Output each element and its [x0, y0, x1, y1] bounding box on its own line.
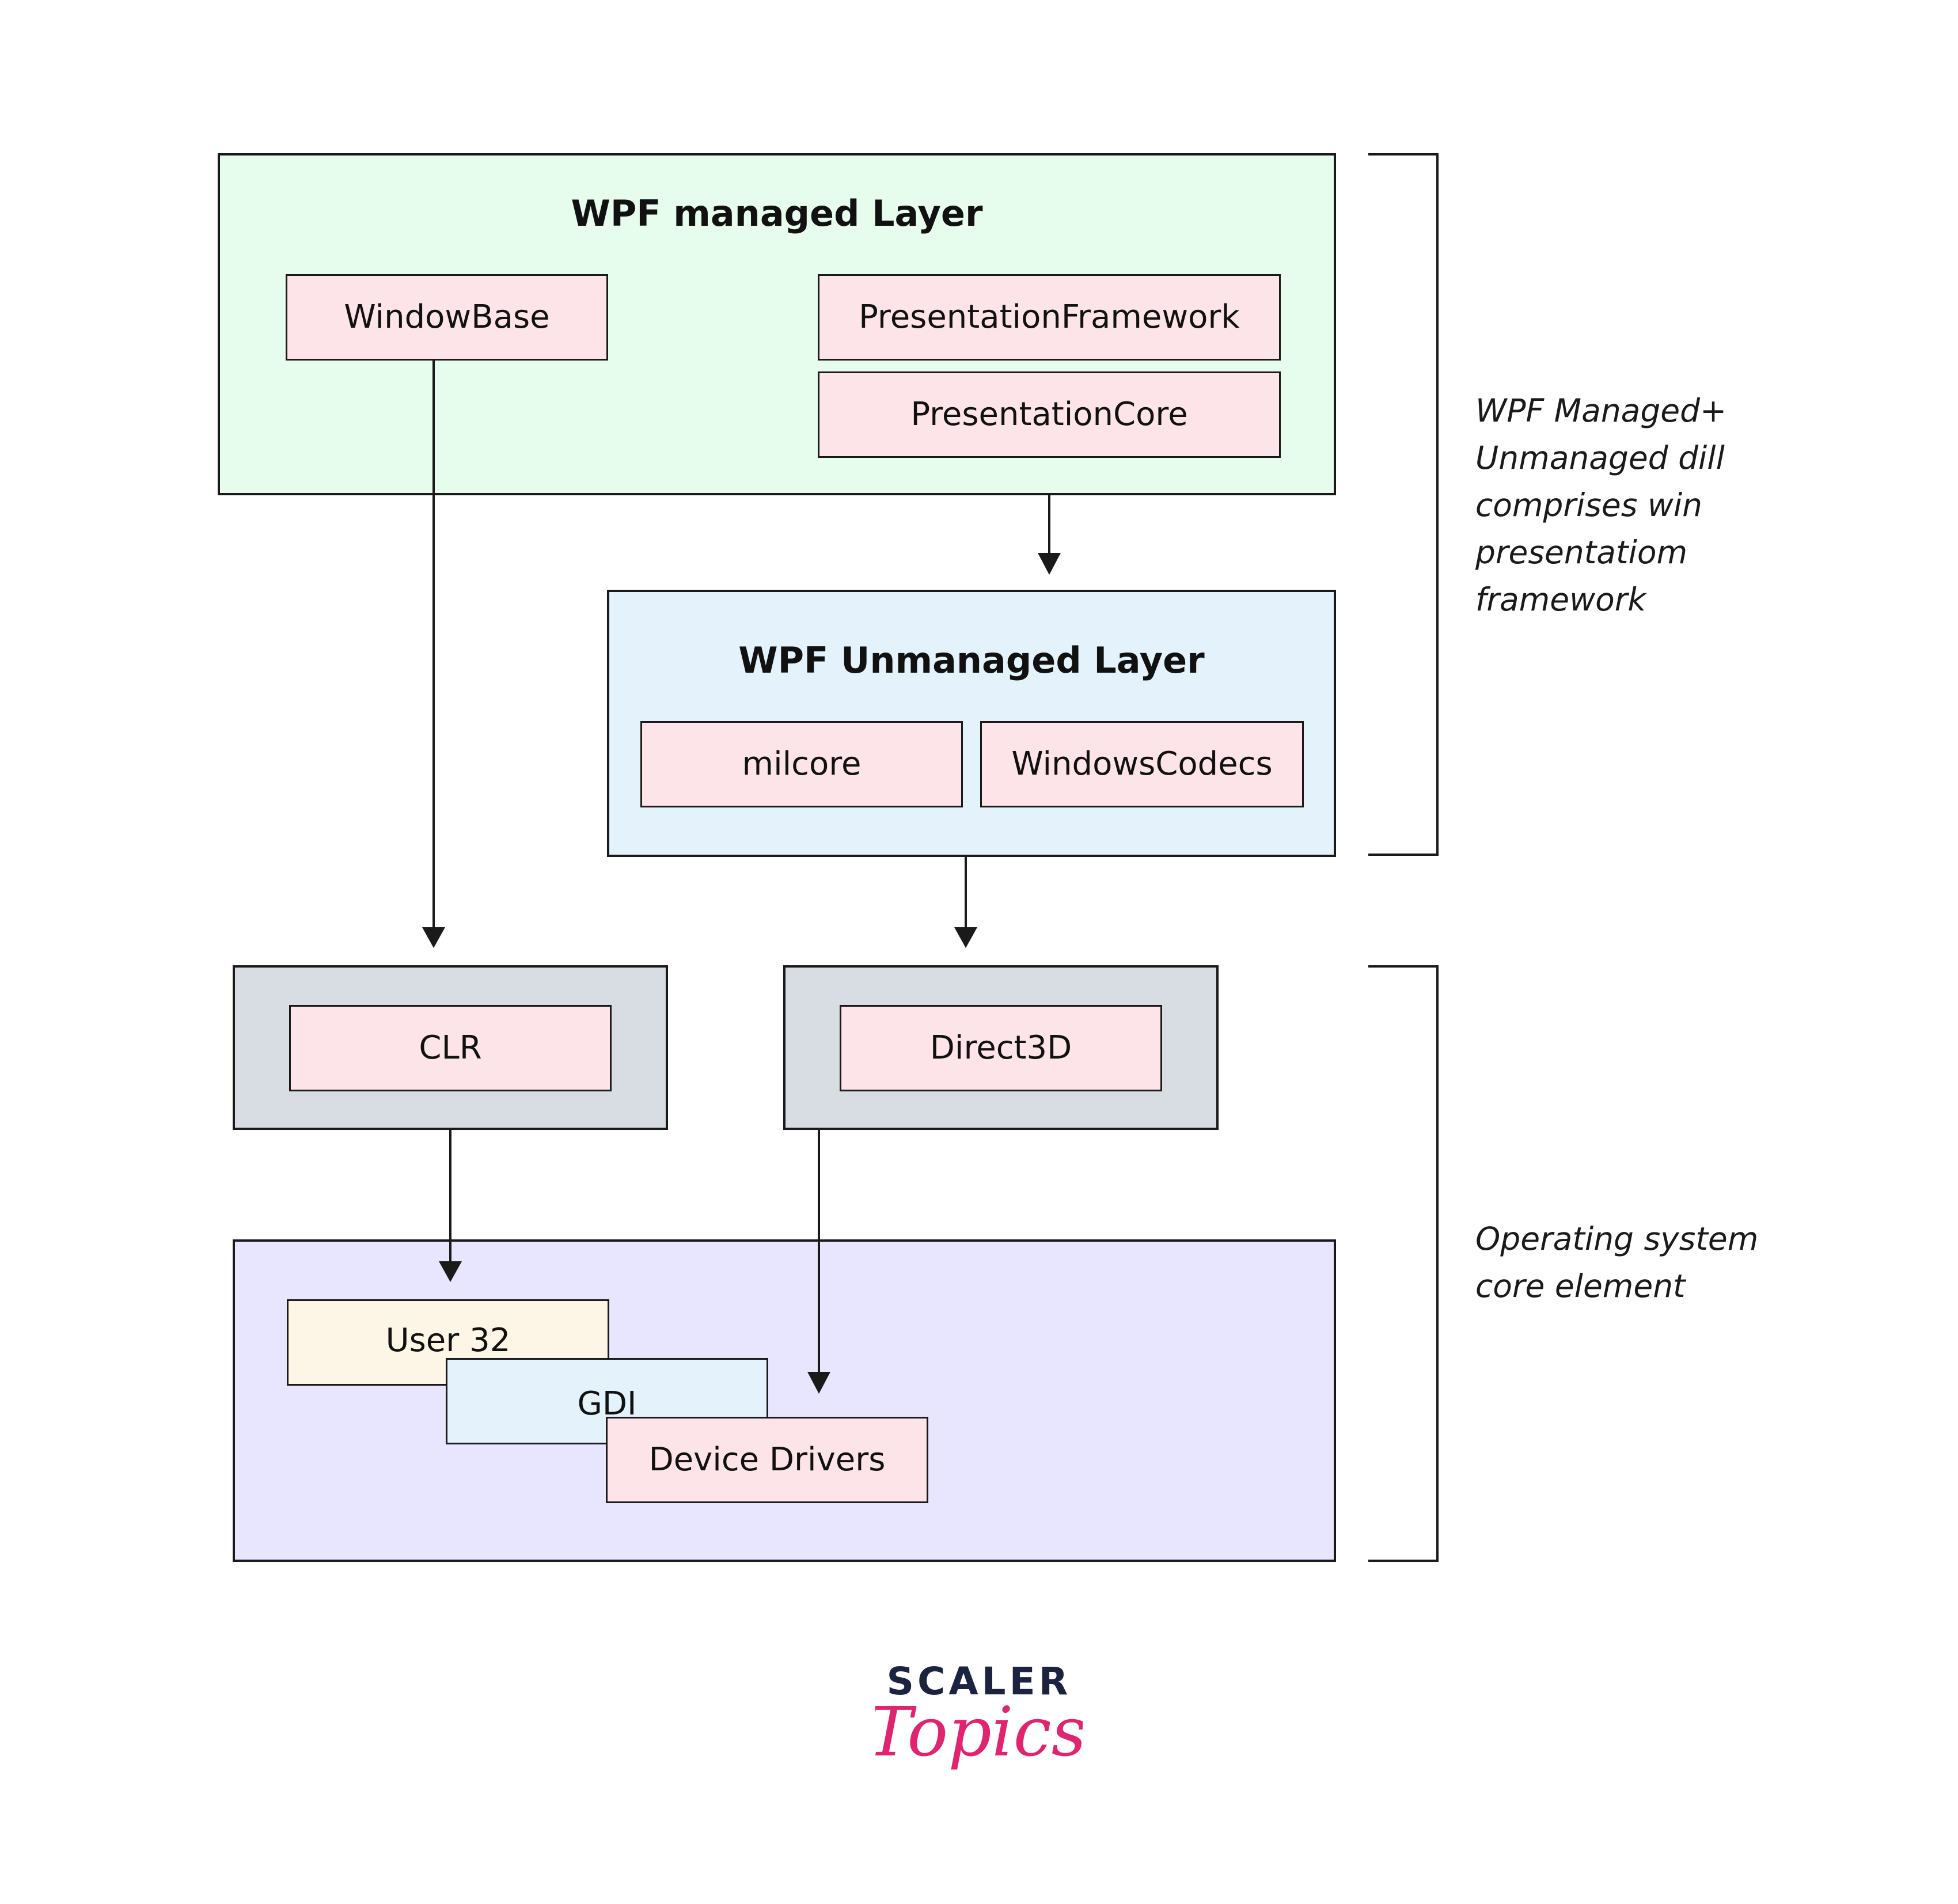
- device-drivers-box: Device Drivers: [606, 1417, 928, 1503]
- arrowhead-windowbase-to-clr: [422, 927, 445, 948]
- arrowhead-presentationcore-to-unmanaged: [1038, 553, 1061, 575]
- windowbase-box: WindowBase: [286, 274, 608, 361]
- bracket-os: [1368, 965, 1439, 1562]
- arrowhead-clr-to-user32: [439, 1261, 462, 1282]
- direct3d-box: Direct3D: [840, 1005, 1162, 1091]
- scaler-topics-logo: SCALER Topics: [875, 1659, 1083, 1772]
- logo-scaler-text: SCALER: [886, 1659, 1071, 1704]
- os-core-layer: [233, 1239, 1336, 1562]
- presentationcore-box: PresentationCore: [818, 371, 1281, 458]
- wpf-unmanaged-layer-title: WPF Unmanaged Layer: [738, 639, 1205, 681]
- wpf-managed-layer-title: WPF managed Layer: [571, 192, 983, 234]
- presentationframework-box: PresentationFramework: [818, 274, 1281, 361]
- logo-topics-text: Topics: [875, 1692, 1083, 1772]
- arrowhead-direct3d-to-device-drivers: [807, 1372, 830, 1394]
- milcore-box: milcore: [640, 721, 963, 807]
- os-core-note: Operating system core element: [1475, 1220, 1759, 1304]
- clr-box: CLR: [289, 1005, 612, 1091]
- bracket-wpf: [1368, 153, 1439, 856]
- windowscodecs-box: WindowsCodecs: [980, 721, 1304, 807]
- arrowhead-unmanaged-to-direct3d: [954, 927, 977, 948]
- wpf-layers-note: WPF Managed+ Unmanaged dill comprises wi…: [1475, 392, 1727, 618]
